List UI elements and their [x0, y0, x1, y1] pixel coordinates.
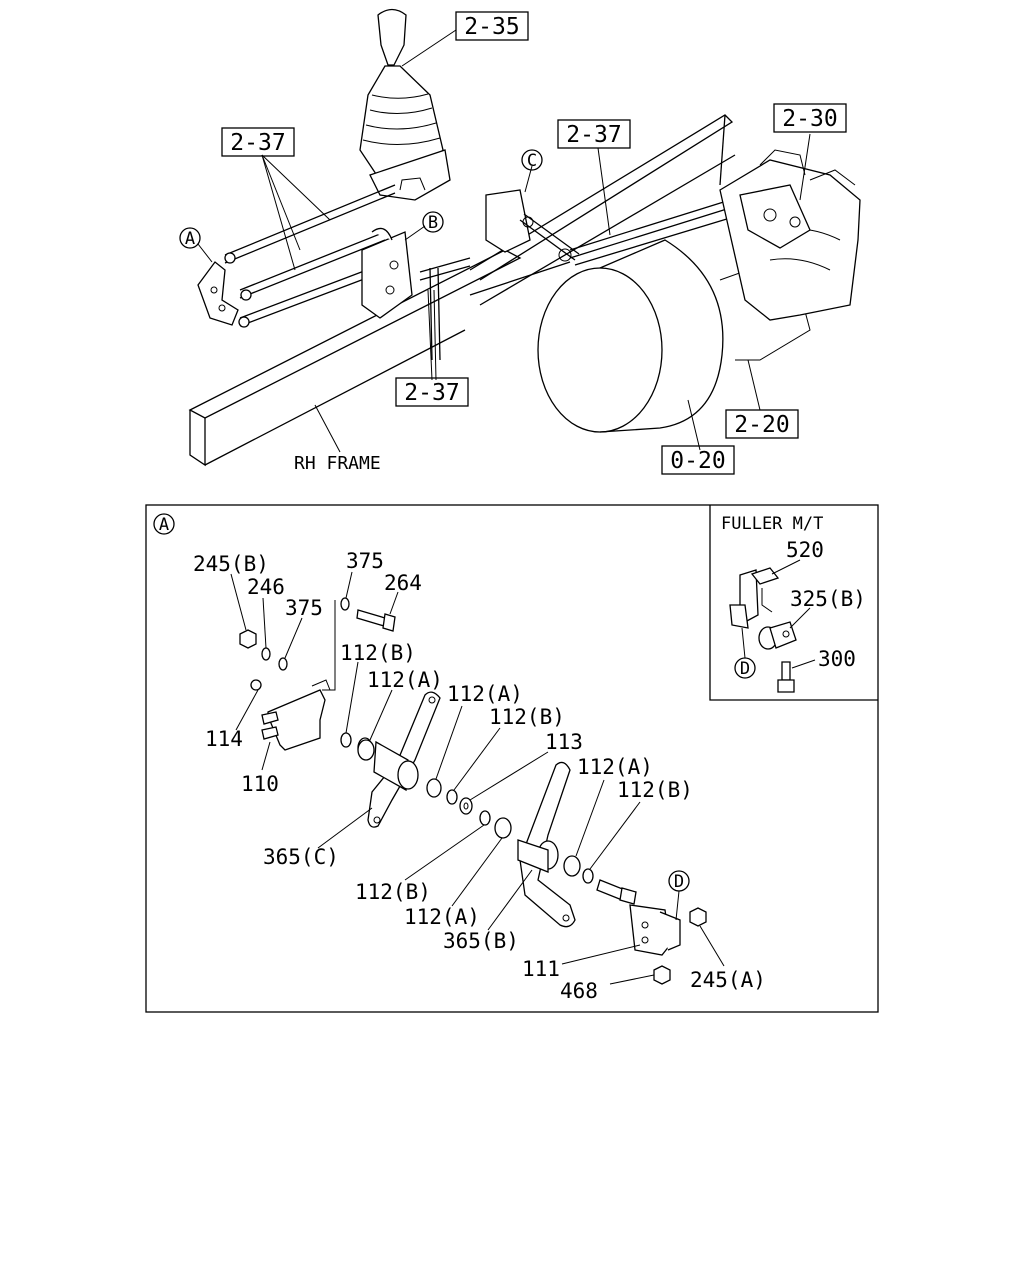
label-110: 110 [241, 772, 279, 796]
bolt-264 [356, 609, 396, 632]
transmission-body [719, 149, 861, 321]
label-520: 520 [786, 538, 824, 562]
nut-245a [689, 907, 707, 927]
label-300: 300 [818, 647, 856, 671]
bushing-112a-3 [494, 817, 512, 839]
label-375-lower: 375 [285, 596, 323, 620]
svg-text:D: D [740, 659, 750, 679]
bushing-112a-4 [563, 855, 581, 877]
nut-245b [239, 629, 257, 649]
bushing-325b [758, 621, 797, 650]
washer-113 [459, 797, 473, 815]
clutch-housing [537, 239, 811, 433]
ref-box-2-35: 2-35 [455, 11, 529, 41]
stud-shaft [596, 879, 637, 905]
circle-marker-b: B [422, 211, 444, 233]
bracket-111 [629, 904, 681, 956]
washer-375-lower [278, 657, 288, 671]
washer-246 [261, 647, 271, 661]
label-112a-1: 112(A) [367, 668, 443, 692]
detail-labels: 245(B) 375 264 246 375 112(B) 112(A) 112… [193, 549, 766, 1003]
svg-text:2-37: 2-37 [566, 122, 621, 148]
label-468: 468 [560, 979, 598, 1003]
lever-365c [357, 691, 441, 828]
svg-text:D: D [674, 872, 684, 892]
label-112a-3: 112(A) [577, 755, 653, 779]
inset-marker-d: D [734, 627, 756, 679]
ring-112b-2 [446, 789, 458, 805]
bracket-520 [729, 567, 780, 629]
detail-marker-d: D [668, 870, 690, 921]
label-111: 111 [522, 957, 560, 981]
ref-box-0-20: 0-20 [661, 445, 735, 475]
label-114: 114 [205, 727, 243, 751]
ring-112b-4 [582, 868, 594, 884]
washer-375-upper [340, 597, 350, 611]
lever-365b [517, 761, 576, 928]
detail-leaders [230, 571, 725, 985]
rh-frame-label: RH FRAME [294, 453, 381, 474]
svg-text:0-20: 0-20 [670, 448, 725, 474]
ring-112b-1 [340, 732, 352, 748]
bracket-c [485, 189, 580, 262]
ref-box-2-37-lower: 2-37 [395, 377, 469, 407]
label-246: 246 [247, 575, 285, 599]
label-112b-3: 112(B) [617, 778, 693, 802]
ref-box-2-37-mid: 2-37 [557, 119, 631, 149]
svg-text:2-37: 2-37 [404, 380, 459, 406]
label-112a-4: 112(A) [404, 905, 480, 929]
overview-drawing: 2-35 2-37 2-37 2-30 2-37 2-20 0-20 [179, 8, 861, 475]
label-325b: 325(B) [790, 587, 866, 611]
label-112b-4: 112(B) [355, 880, 431, 904]
crossover-link [419, 257, 471, 361]
bushing-112a-1 [357, 739, 375, 761]
bracket-b [361, 227, 413, 319]
svg-text:A: A [185, 229, 195, 249]
label-112b-2: 112(B) [489, 705, 565, 729]
svg-text:2-20: 2-20 [734, 412, 789, 438]
label-365b: 365(B) [443, 929, 519, 953]
bushing-112a-2 [426, 778, 442, 798]
detail-a-panel: A [145, 504, 879, 1013]
ref-box-2-37-left: 2-37 [221, 127, 295, 157]
label-112b-1: 112(B) [340, 641, 416, 665]
bolt-300 [777, 661, 795, 693]
label-112a-2: 112(A) [447, 682, 523, 706]
svg-text:2-37: 2-37 [230, 130, 285, 156]
label-245b: 245(B) [193, 552, 269, 576]
label-375-upper: 375 [346, 549, 384, 573]
bracket-110 [250, 679, 331, 751]
label-365c: 365(C) [263, 845, 339, 869]
nut-468 [653, 965, 671, 985]
shift-rods-left [224, 184, 396, 328]
ref-box-2-20: 2-20 [725, 409, 799, 439]
svg-text:B: B [428, 213, 438, 233]
svg-text:A: A [159, 515, 169, 535]
svg-text:C: C [527, 151, 537, 171]
overview-leaders [197, 29, 811, 453]
inset-fuller-mt: FULLER M/T D [709, 505, 878, 701]
label-113: 113 [545, 730, 583, 754]
rh-frame-rail [188, 114, 736, 467]
label-264: 264 [384, 571, 422, 595]
circle-marker-c: C [521, 149, 543, 171]
circle-marker-a: A [179, 227, 201, 249]
shift-rods-right [469, 199, 741, 296]
ref-box-2-30: 2-30 [773, 103, 847, 133]
label-245a: 245(A) [690, 968, 766, 992]
gear-shift-lever [359, 8, 451, 201]
svg-text:2-30: 2-30 [782, 106, 837, 132]
ring-112b-3 [479, 810, 491, 826]
inset-title: FULLER M/T [721, 514, 823, 534]
bracket-a [197, 261, 239, 326]
detail-marker-a: A [153, 513, 175, 535]
svg-text:2-35: 2-35 [464, 14, 519, 40]
